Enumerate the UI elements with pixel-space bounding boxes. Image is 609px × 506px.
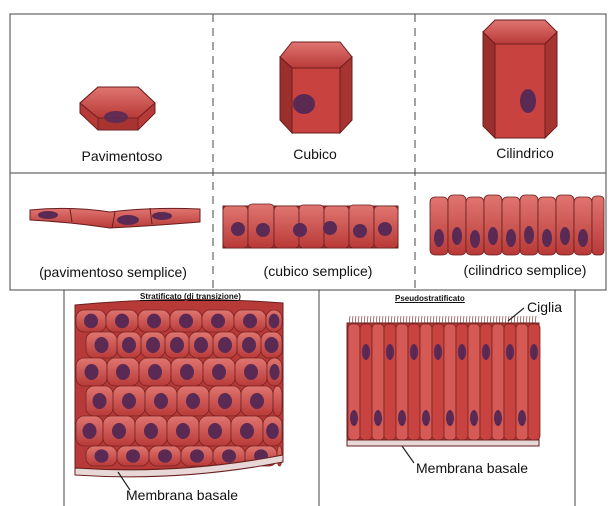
nucleus [208, 423, 222, 439]
nucleus [186, 393, 200, 409]
label-pavimentoso-semplice: (pavimentoso semplice) [38, 264, 188, 280]
ciglia-pointer [508, 308, 524, 321]
nucleus [458, 344, 466, 360]
nucleus [126, 449, 140, 462]
label-cubico-semplice: (cubico semplice) [258, 263, 378, 279]
pseudostratified-cell [456, 324, 468, 440]
nucleus [410, 344, 418, 360]
label-stratificato: Stratificato (di transizione) [140, 292, 241, 301]
label-ciglia: Ciglia [527, 299, 562, 315]
nucleus [250, 393, 264, 409]
nucleus [350, 410, 358, 426]
pseudostratified-cell [384, 324, 396, 440]
nucleus [374, 410, 382, 426]
cubico-semplice-tissue [223, 204, 398, 248]
nucleus [494, 410, 502, 426]
nucleus [144, 423, 158, 439]
nucleus [170, 337, 184, 353]
nucleus [470, 410, 478, 426]
stratified-cell [273, 386, 282, 416]
nucleus [218, 337, 232, 353]
nucleus [222, 449, 236, 462]
label-pseudostratificato: Pseudostratificato [395, 294, 465, 303]
nucleus [179, 314, 193, 329]
nucleus [154, 393, 168, 409]
nucleus [506, 344, 514, 360]
nucleus [482, 344, 490, 360]
label-cubico: Cubico [275, 146, 355, 162]
nucleus [386, 344, 394, 360]
pseudostratified-cell [408, 324, 420, 440]
nucleus [190, 449, 204, 462]
pseudostratificato-tissue [347, 316, 540, 446]
nucleus [122, 393, 136, 409]
nucleus [95, 337, 109, 353]
nucleus [242, 337, 256, 353]
nucleus [446, 410, 454, 426]
nucleus [422, 410, 430, 426]
nucleus [112, 423, 126, 439]
nucleus [122, 337, 136, 353]
nucleus [147, 314, 161, 329]
nucleus [398, 410, 406, 426]
nucleus [146, 337, 160, 353]
nucleus [434, 344, 442, 360]
nucleus [218, 393, 232, 409]
nucleus [243, 314, 257, 329]
nucleus [240, 423, 254, 439]
nucleus [266, 423, 279, 439]
label-membrana-basale-right: Membrana basale [416, 460, 528, 476]
cubico-cell-3d [280, 42, 352, 133]
cilindrico-cell-3d [483, 20, 557, 138]
pavimentoso-semplice-tissue [30, 208, 200, 228]
pseudostratified-cell [528, 324, 540, 440]
pseudostratified-cell [360, 324, 372, 440]
nucleus [95, 449, 109, 462]
nucleus [85, 364, 99, 380]
nucleus [244, 364, 258, 380]
nucleus [84, 314, 98, 329]
nucleus [211, 314, 225, 329]
label-membrana-basale-left: Membrana basale [126, 487, 238, 503]
nucleus [176, 423, 190, 439]
nucleus [180, 364, 194, 380]
nucleus [518, 410, 526, 426]
membrana-basale-pointer-right [402, 446, 414, 463]
pseudostratified-cell [504, 324, 516, 440]
nucleus [116, 364, 130, 380]
nucleus [158, 449, 172, 462]
pseudostratified-cell [432, 324, 444, 440]
nucleus [93, 393, 107, 409]
nucleus [270, 364, 280, 380]
stratificato-tissue [75, 299, 283, 476]
cilindrico-semplice-tissue [430, 195, 604, 255]
nucleus [269, 314, 280, 329]
pavimentoso-cell-3d [80, 87, 155, 130]
label-pavimentoso: Pavimentoso [72, 148, 172, 164]
label-cilindrico-semplice: (cilindrico semplice) [460, 262, 590, 278]
nucleus [362, 344, 370, 360]
label-cilindrico: Cilindrico [480, 145, 570, 161]
nucleus [83, 423, 97, 439]
nucleus [530, 344, 538, 360]
pseudostratified-cell [480, 324, 492, 440]
nucleus [265, 337, 279, 353]
nucleus [115, 314, 129, 329]
nucleus [212, 364, 226, 380]
nucleus [194, 337, 208, 353]
nucleus [148, 364, 162, 380]
